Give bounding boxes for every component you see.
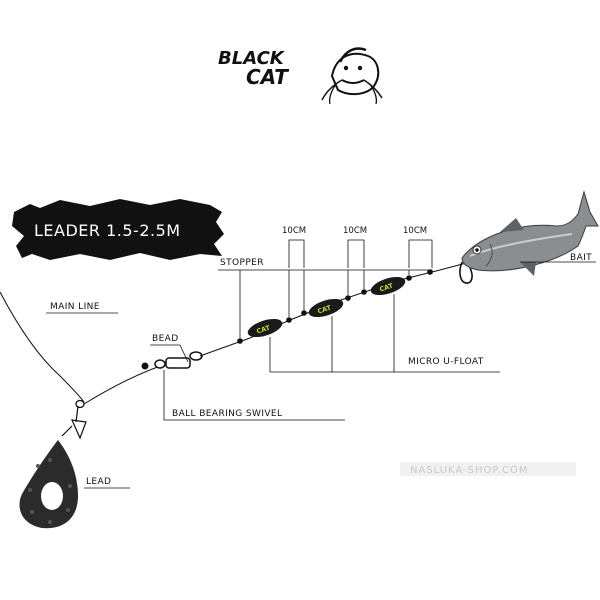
- leader-banner: LEADER 1.5-2.5M: [12, 199, 224, 260]
- lead-weight: [19, 399, 87, 529]
- stopper-pointer: [218, 269, 433, 274]
- logo-text-bottom: CAT: [246, 65, 289, 89]
- bait-fish: [461, 190, 599, 276]
- spacing-label: 10CM: [343, 226, 367, 236]
- stopper-bead: [345, 295, 351, 301]
- micro-u-float: CAT: [247, 318, 283, 338]
- black-cat-logo: BLACK CAT: [218, 47, 383, 105]
- lead-label: LEAD: [86, 477, 111, 487]
- swivel-label: BALL BEARING SWIVEL: [172, 409, 282, 419]
- spacing-bracket: 10CM: [282, 226, 306, 268]
- spacing-bracket: 10CM: [343, 226, 367, 268]
- main-line-label: MAIN LINE: [50, 302, 100, 312]
- spacing-label: 10CM: [403, 226, 427, 236]
- spacing-label: 10CM: [282, 226, 306, 236]
- stopper-label: STOPPER: [220, 258, 264, 268]
- main-line: [0, 291, 85, 403]
- micro-u-float: CAT: [370, 276, 406, 296]
- hook-icon: [459, 261, 473, 284]
- stopper-bead: [427, 269, 433, 275]
- stopper-bead: [406, 275, 412, 281]
- stopper-bead: [301, 310, 307, 316]
- logo-text-top: BLACK: [218, 48, 286, 69]
- bead-label: BEAD: [152, 334, 179, 344]
- bead-pointer: [150, 344, 189, 363]
- bead: [141, 362, 149, 370]
- stopper-bead: [237, 338, 243, 344]
- swivel-pointer: [163, 370, 345, 421]
- micro-u-float: CAT: [308, 298, 344, 318]
- stopper-bead: [286, 317, 292, 323]
- ball-bearing-swivel: [154, 351, 203, 369]
- bait-label: BAIT: [570, 253, 592, 263]
- watermark: NASLUKA-SHOP.COM: [410, 465, 529, 476]
- stopper-bead: [361, 289, 367, 295]
- spacing-bracket: 10CM: [403, 226, 433, 268]
- leader-banner-text: LEADER 1.5-2.5M: [34, 221, 181, 240]
- watermark-bg: [400, 462, 576, 476]
- catfish-head-icon: [321, 47, 383, 105]
- micro-u-float-label: MICRO U-FLOAT: [408, 357, 484, 367]
